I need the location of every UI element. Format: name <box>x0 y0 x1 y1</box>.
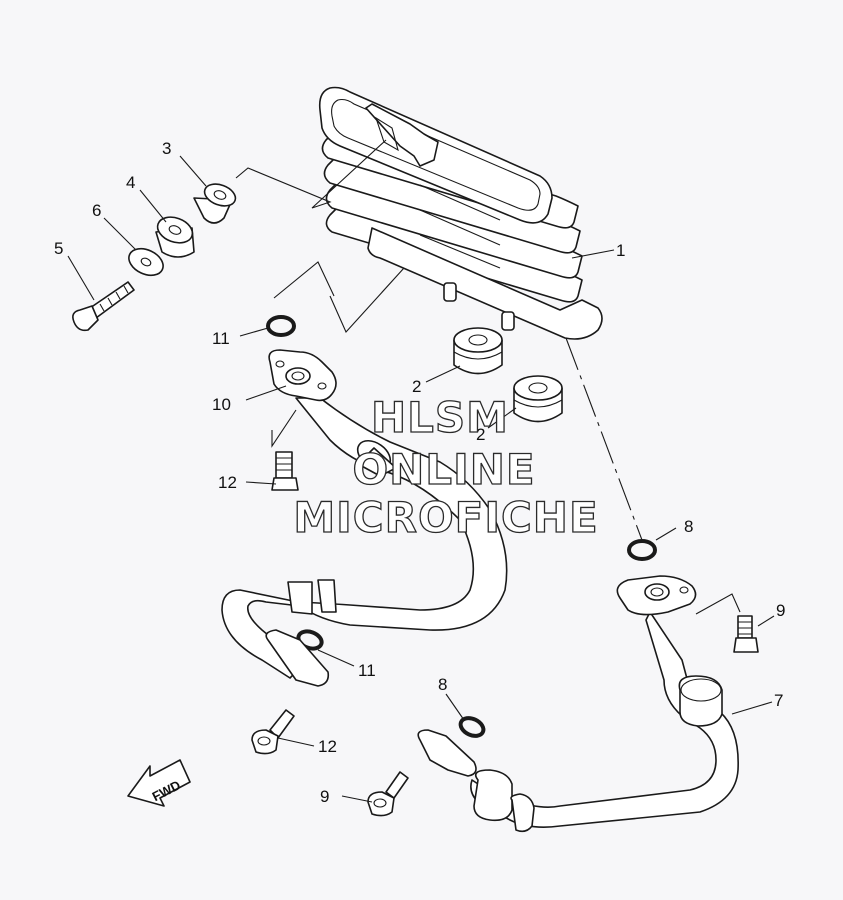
bolt-lower-12 <box>251 709 295 755</box>
callout-9: 9 <box>320 787 329 806</box>
oil-cooler-hose-right <box>417 575 739 833</box>
callout-numbers: 1 2 2 3 4 5 6 7 8 8 9 9 10 11 11 12 12 <box>54 139 785 806</box>
oil-cooler-hose-left <box>221 349 508 687</box>
bolt-right-9 <box>733 615 759 653</box>
callout-2: 2 <box>476 425 485 444</box>
callout-3: 3 <box>162 139 171 158</box>
damper-rubber-upper <box>453 327 503 375</box>
collar <box>193 183 237 224</box>
callout-10: 10 <box>212 395 231 414</box>
hose-clamp <box>473 769 535 833</box>
o-ring-right <box>627 539 657 561</box>
watermark-line-2: ONLINE <box>352 445 535 494</box>
callout-2: 2 <box>412 377 421 396</box>
arrow-icon <box>127 759 191 807</box>
watermark-line-3: MICROFICHE <box>293 493 598 542</box>
callout-8: 8 <box>438 675 447 694</box>
leader-lines <box>67 155 775 803</box>
callout-11: 11 <box>212 329 230 348</box>
callout-12: 12 <box>218 473 237 492</box>
callout-7: 7 <box>774 691 783 710</box>
callout-11: 11 <box>358 661 376 680</box>
watermark-line-1: HLSM <box>371 393 509 442</box>
bolt-upper-12 <box>271 451 299 491</box>
bolt-lower-9 <box>367 771 409 817</box>
callout-5: 5 <box>54 239 63 258</box>
damper-rubber-lower <box>513 375 563 423</box>
o-ring-lower-center <box>458 716 486 738</box>
callout-8: 8 <box>684 517 693 536</box>
callout-9: 9 <box>776 601 785 620</box>
o-ring-upper-left <box>266 315 296 337</box>
watermark: HLSM ONLINE MICROFICHE <box>293 392 599 542</box>
callout-4: 4 <box>126 173 135 192</box>
fwd-indicator: FWD <box>127 759 191 807</box>
alignment-lines <box>235 139 741 615</box>
grommet <box>155 216 195 258</box>
callout-12: 12 <box>318 737 337 756</box>
oil-cooler <box>318 86 603 340</box>
callout-1: 1 <box>616 241 625 260</box>
hose-clamp <box>678 675 723 727</box>
hose-clamp <box>356 439 397 477</box>
washer <box>128 247 164 277</box>
bolt <box>72 281 135 332</box>
callout-6: 6 <box>92 201 101 220</box>
hose-clamp <box>287 579 337 615</box>
